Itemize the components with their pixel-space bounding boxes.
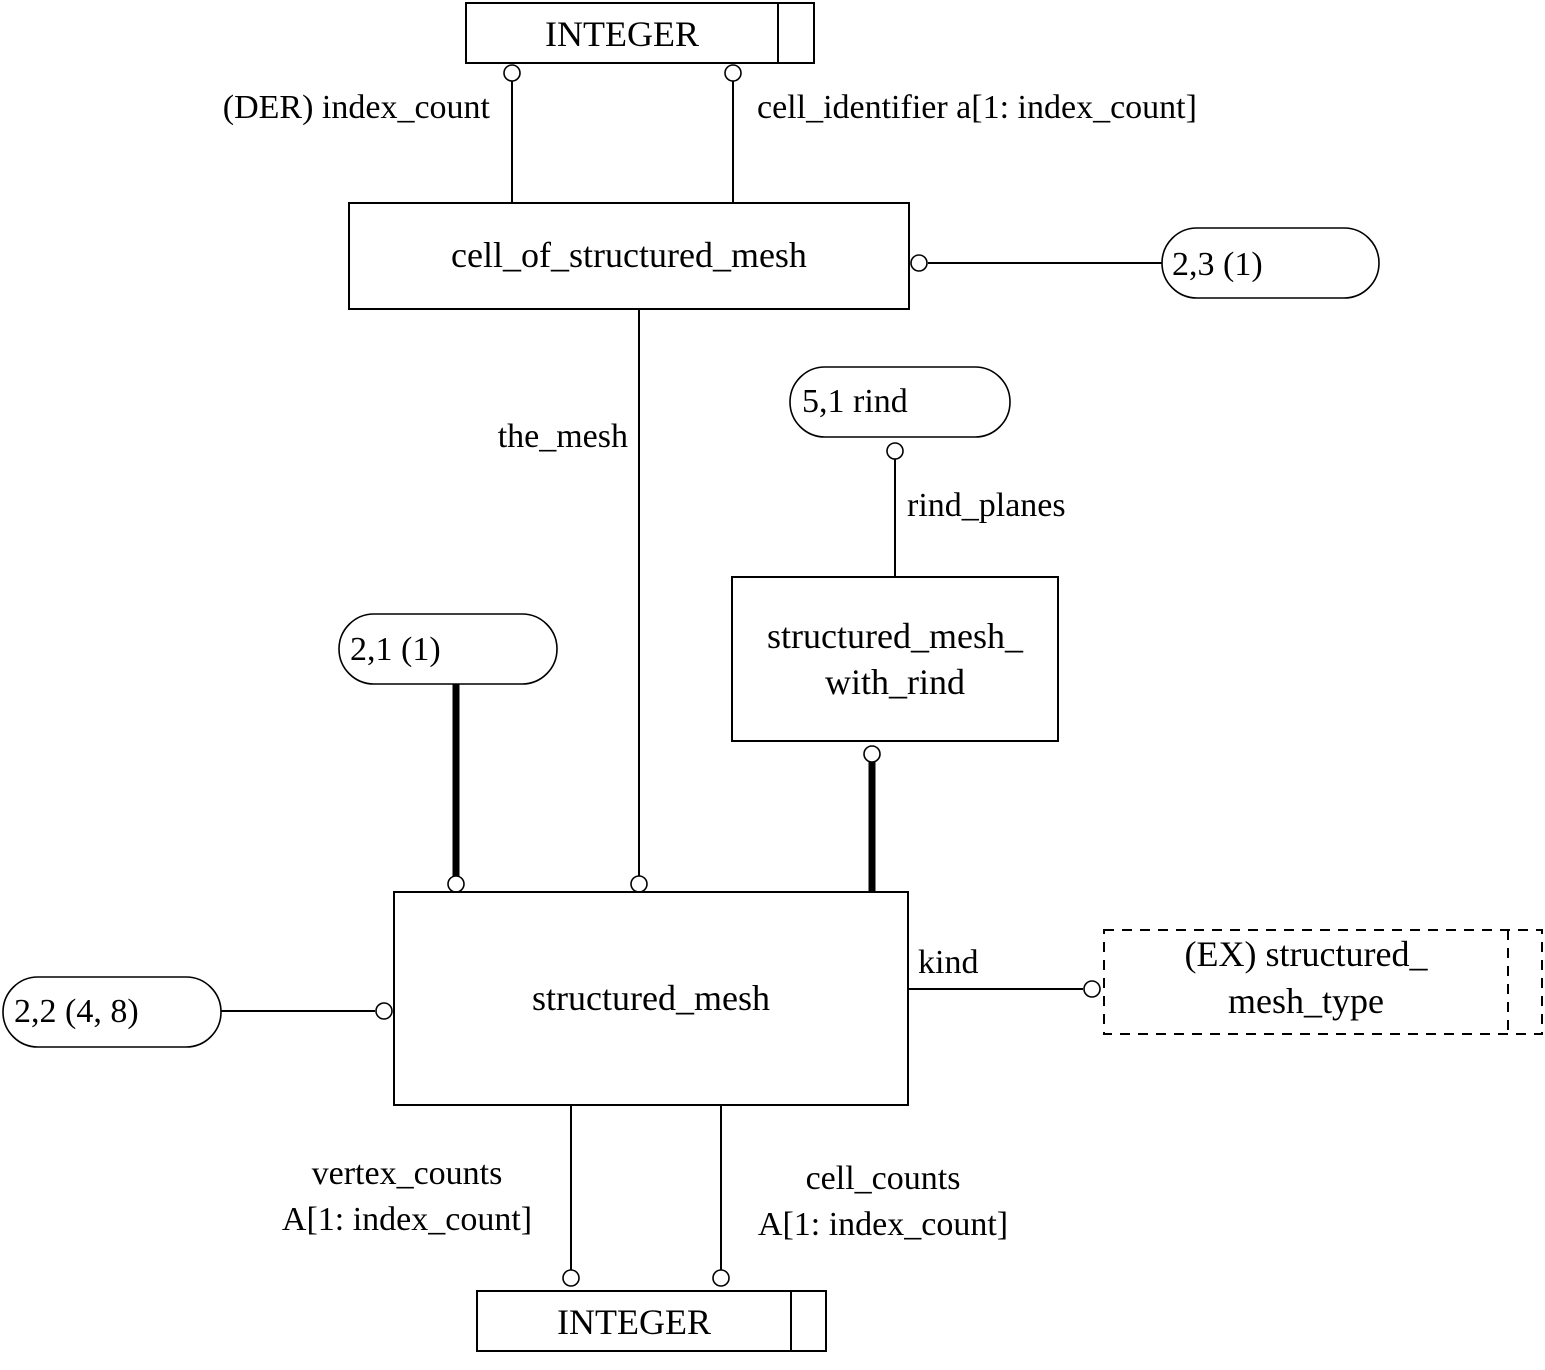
integer-bottom-label: INTEGER: [557, 1302, 711, 1342]
relation-cell-counts[interactable]: cell_counts A[1: index_count]: [712, 1105, 1008, 1287]
relation-ref-2-2[interactable]: [221, 1002, 393, 1020]
page-ref-5-1[interactable]: 5,1 rind: [789, 366, 1011, 438]
entity-structured-mesh-with-rind[interactable]: structured_mesh_ with_rind: [731, 576, 1059, 742]
structured-mesh-label: structured_mesh: [532, 978, 770, 1018]
subtype-end-circle-icon: [863, 745, 881, 763]
cell-counts-label-line2: A[1: index_count]: [758, 1206, 1008, 1243]
ref-2-2-label: 2,2 (4, 8): [14, 993, 139, 1030]
ref-5-1-label: 5,1 rind: [802, 383, 908, 420]
the-mesh-label: the_mesh: [498, 418, 628, 455]
relation-the-mesh[interactable]: the_mesh: [498, 309, 648, 893]
page-ref-2-2[interactable]: 2,2 (4, 8): [2, 976, 222, 1048]
relation-index-count[interactable]: (DER) index_count: [223, 64, 521, 203]
integer-top-label: INTEGER: [545, 14, 699, 54]
structured-mesh-with-rind-label-line2: with_rind: [825, 662, 965, 702]
relation-end-circle-icon: [886, 442, 904, 460]
relation-end-circle-icon: [562, 1269, 580, 1287]
relation-end-circle-icon: [910, 254, 928, 272]
cell-of-structured-mesh-label: cell_of_structured_mesh: [451, 235, 807, 275]
relation-vertex-counts[interactable]: vertex_counts A[1: index_count]: [282, 1105, 580, 1287]
rind-planes-label: rind_planes: [907, 487, 1066, 524]
relation-end-circle-icon: [1083, 980, 1101, 998]
relation-end-circle-icon: [630, 875, 648, 893]
entity-cell-of-structured-mesh[interactable]: cell_of_structured_mesh: [348, 202, 910, 310]
ref-2-3-label: 2,3 (1): [1172, 246, 1263, 283]
cell-identifier-label: cell_identifier a[1: index_count]: [757, 89, 1197, 126]
page-ref-2-1[interactable]: 2,1 (1): [338, 613, 558, 685]
index-count-label: (DER) index_count: [223, 89, 491, 126]
relation-end-circle-icon: [712, 1269, 730, 1287]
relation-to-ref-2-3[interactable]: [910, 254, 1162, 272]
subtype-relation-with-rind[interactable]: [863, 745, 881, 893]
vertex-counts-label-line1: vertex_counts: [312, 1155, 503, 1192]
relation-end-circle-icon: [503, 64, 521, 82]
structured-mesh-with-rind-label-line1: structured_mesh_: [767, 616, 1024, 656]
relation-end-circle-icon: [724, 64, 742, 82]
subtype-end-circle-icon: [447, 875, 465, 893]
cell-counts-label-line1: cell_counts: [806, 1160, 961, 1197]
kind-label: kind: [918, 944, 978, 981]
page-ref-2-3[interactable]: 2,3 (1): [1161, 227, 1380, 299]
entity-structured-mesh[interactable]: structured_mesh: [393, 891, 909, 1106]
relation-end-circle-icon: [375, 1002, 393, 1020]
vertex-counts-label-line2: A[1: index_count]: [282, 1201, 532, 1238]
structured-mesh-type-label-line1: (EX) structured_: [1185, 934, 1429, 974]
integer-bottom-box[interactable]: INTEGER: [476, 1290, 827, 1352]
ref-2-1-label: 2,1 (1): [350, 631, 441, 668]
relation-rind-planes[interactable]: rind_planes: [886, 442, 1066, 577]
subtype-relation-ref-2-1[interactable]: [447, 684, 465, 893]
relation-kind[interactable]: kind: [908, 944, 1101, 998]
structured-mesh-type-label-line2: mesh_type: [1228, 981, 1384, 1021]
relation-cell-identifier[interactable]: cell_identifier a[1: index_count]: [724, 64, 1197, 203]
integer-top-box[interactable]: INTEGER: [465, 2, 815, 64]
entity-structured-mesh-type[interactable]: (EX) structured_ mesh_type: [1103, 929, 1543, 1035]
